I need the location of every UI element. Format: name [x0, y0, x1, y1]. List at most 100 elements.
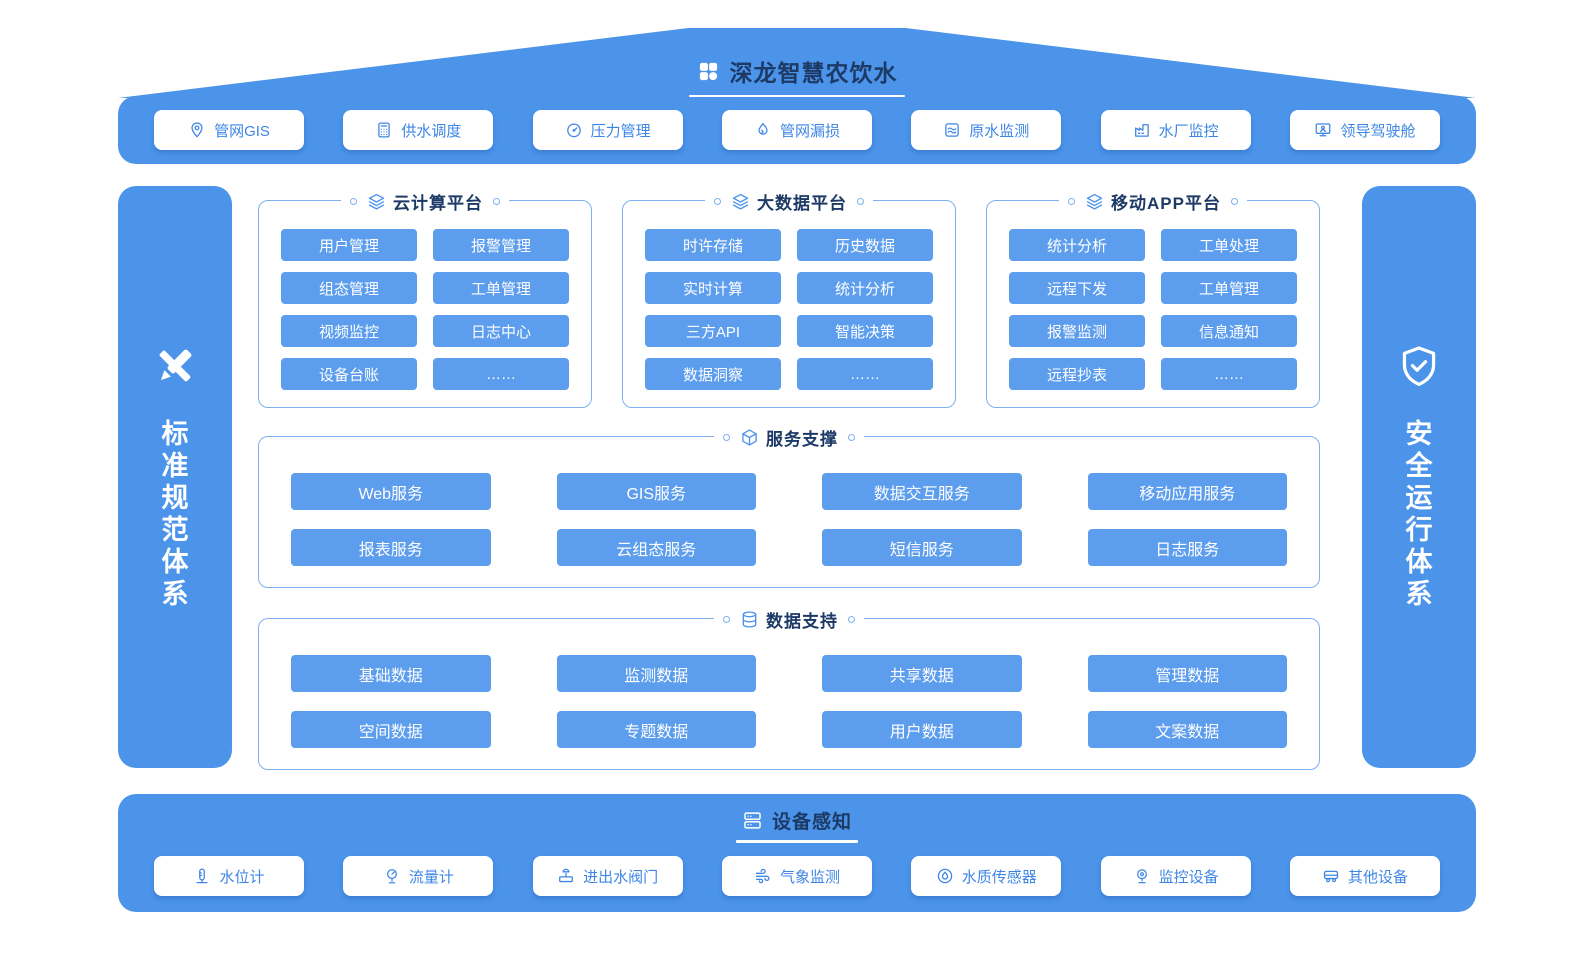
device-chip-monitoring-device[interactable]: 监控设备: [1100, 856, 1251, 896]
decorative-dot: [714, 198, 721, 205]
data-button[interactable]: 监测数据: [556, 655, 756, 692]
platform-title: 云计算平台: [393, 194, 483, 213]
app-chip-pressure-management[interactable]: 压力管理: [532, 110, 683, 150]
right-pillar-security: 安全运行体系: [1362, 186, 1476, 768]
service-button[interactable]: 移动应用服务: [1087, 473, 1287, 510]
feature-button[interactable]: 报警管理: [433, 229, 569, 261]
factory-icon: [1133, 121, 1151, 139]
device-chip-label: 流量计: [408, 868, 454, 886]
feature-button[interactable]: 统计分析: [797, 272, 933, 304]
device-chip-water-level-gauge[interactable]: 水位计: [154, 856, 304, 896]
device-chip-label: 气象监测: [779, 868, 840, 886]
feature-button[interactable]: 工单管理: [433, 272, 569, 304]
data-button[interactable]: 文案数据: [1087, 711, 1287, 748]
calculator-icon: [375, 121, 393, 139]
device-chip-other-device[interactable]: 其他设备: [1289, 856, 1440, 896]
feature-button-more[interactable]: ……: [433, 358, 569, 390]
decorative-dot: [1230, 198, 1238, 205]
device-chip-label: 其他设备: [1347, 868, 1408, 886]
layers-icon: [1085, 192, 1104, 211]
data-support-box: 数据支持 基础数据 监测数据 共享数据 管理数据 空间数据 专题数据 用户数据 …: [258, 607, 1320, 770]
device-banner: 设备感知 水位计 流量计 进出水阀门 气象监测 水质传感器: [118, 794, 1476, 912]
app-chip-waterworks-monitoring[interactable]: 水厂监控: [1100, 110, 1251, 150]
left-pillar-label: 标准规范体系: [161, 419, 189, 609]
droplet-leak-icon: [754, 121, 772, 139]
device-title-underline: [736, 840, 858, 843]
feature-button[interactable]: 视频监控: [281, 315, 417, 347]
platform-grid: 统计分析 工单处理 远程下发 工单管理 报警监测 信息通知 远程抄表 ……: [1009, 229, 1297, 390]
feature-button-more[interactable]: ……: [797, 358, 933, 390]
feature-button[interactable]: 报警监测: [1009, 315, 1145, 347]
platform-header: 云计算平台: [341, 189, 509, 214]
page-title: 深龙智慧农饮水: [729, 60, 898, 86]
device-chip-weather-monitoring[interactable]: 气象监测: [721, 856, 872, 896]
feature-button[interactable]: 统计分析: [1009, 229, 1145, 261]
device-banner-header: 设备感知: [118, 794, 1476, 834]
water-waves-icon: [943, 121, 961, 139]
app-chip-leader-cockpit[interactable]: 领导驾驶舱: [1289, 110, 1440, 150]
feature-button[interactable]: 时许存储: [645, 229, 781, 261]
feature-button[interactable]: 工单处理: [1161, 229, 1297, 261]
feature-button[interactable]: 历史数据: [797, 229, 933, 261]
feature-button[interactable]: 数据洞察: [645, 358, 781, 390]
platform-grid: 用户管理 报警管理 组态管理 工单管理 视频监控 日志中心 设备台账 ……: [281, 229, 569, 390]
cube-icon: [740, 428, 759, 447]
feature-button[interactable]: 组态管理: [281, 272, 417, 304]
decorative-dot: [848, 616, 855, 623]
app-chip-pipeline-gis[interactable]: 管网GIS: [154, 110, 304, 150]
device-chip-label: 水位计: [219, 868, 265, 886]
feature-button[interactable]: 工单管理: [1161, 272, 1297, 304]
feature-button[interactable]: 三方API: [645, 315, 781, 347]
page-title-row: 深龙智慧农饮水: [697, 54, 898, 88]
feature-button[interactable]: 远程下发: [1009, 272, 1145, 304]
app-chip-raw-water-monitoring[interactable]: 原水监测: [911, 110, 1062, 150]
device-chip-label: 水质传感器: [961, 868, 1037, 886]
feature-button[interactable]: 用户管理: [281, 229, 417, 261]
service-button[interactable]: 云组态服务: [556, 529, 756, 566]
device-chip-water-quality-sensor[interactable]: 水质传感器: [911, 856, 1062, 896]
service-button[interactable]: Web服务: [291, 473, 491, 510]
device-chip-label: 进出水阀门: [583, 868, 659, 886]
feature-button[interactable]: 远程抄表: [1009, 358, 1145, 390]
platform-header: 移动APP平台: [1059, 189, 1247, 214]
data-button[interactable]: 空间数据: [291, 711, 491, 748]
data-button[interactable]: 共享数据: [822, 655, 1022, 692]
feature-button[interactable]: 设备台账: [281, 358, 417, 390]
device-chip-inlet-outlet-valve[interactable]: 进出水阀门: [532, 856, 683, 896]
feature-button[interactable]: 信息通知: [1161, 315, 1297, 347]
service-button[interactable]: 日志服务: [1087, 529, 1287, 566]
decorative-dot: [857, 198, 864, 205]
feature-button[interactable]: 智能决策: [797, 315, 933, 347]
data-button[interactable]: 基础数据: [291, 655, 491, 692]
service-button[interactable]: 短信服务: [822, 529, 1022, 566]
service-button[interactable]: 数据交互服务: [822, 473, 1022, 510]
database-icon: [740, 610, 759, 629]
map-pin-icon: [188, 121, 206, 139]
server-icon: [742, 810, 763, 831]
device-chip-flow-meter[interactable]: 流量计: [343, 856, 494, 896]
section-header: 服务支撑: [714, 425, 864, 450]
app-chip-label: 管网GIS: [214, 122, 270, 140]
decorative-dot: [493, 198, 500, 205]
feature-button[interactable]: 实时计算: [645, 272, 781, 304]
camera-icon: [1133, 867, 1151, 885]
feature-button-more[interactable]: ……: [1161, 358, 1297, 390]
section-title: 服务支撑: [766, 430, 838, 449]
app-chip-pipeline-leakage[interactable]: 管网漏损: [721, 110, 872, 150]
app-chip-water-dispatch[interactable]: 供水调度: [343, 110, 494, 150]
data-button[interactable]: 管理数据: [1087, 655, 1287, 692]
data-button[interactable]: 专题数据: [556, 711, 756, 748]
ruler-pen-icon: [152, 343, 198, 389]
title-underline: [689, 95, 905, 97]
service-button[interactable]: GIS服务: [556, 473, 756, 510]
app-chip-label: 压力管理: [590, 122, 651, 140]
vehicle-icon: [1322, 867, 1340, 885]
device-chip-label: 监控设备: [1158, 868, 1219, 886]
platform-header: 大数据平台: [705, 189, 873, 214]
data-button[interactable]: 用户数据: [822, 711, 1022, 748]
service-button[interactable]: 报表服务: [291, 529, 491, 566]
right-pillar-label: 安全运行体系: [1405, 419, 1433, 609]
feature-button[interactable]: 日志中心: [433, 315, 569, 347]
decorative-dot: [1068, 198, 1076, 205]
